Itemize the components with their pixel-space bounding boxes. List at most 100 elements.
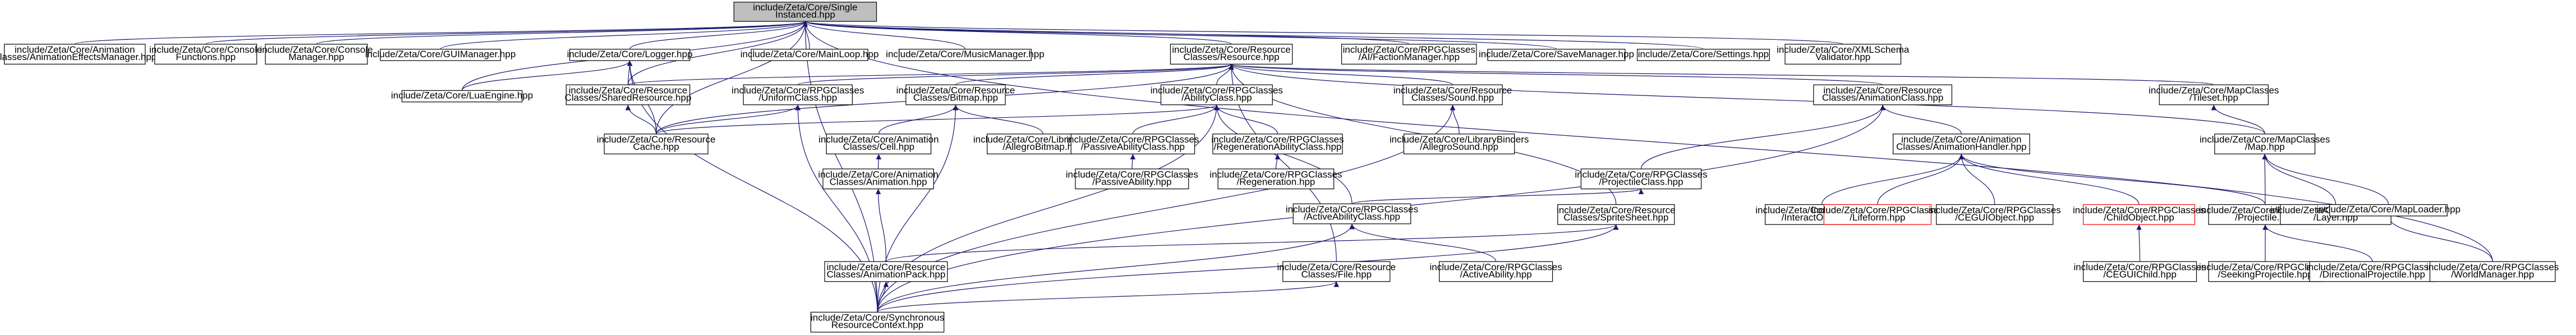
node-label: include/Zeta/Core/RPGClasses (1343, 44, 1475, 55)
node-cell[interactable]: include/Zeta/Core/AnimationClasses/Cell.… (818, 134, 939, 154)
node-tileset[interactable]: include/Zeta/Core/MapClasses/Tileset.hpp (2149, 84, 2279, 105)
node-label: /DirectionalProjectile.hpp (2320, 269, 2425, 279)
node-label: /ProjectileClass.hpp (1599, 176, 1683, 187)
node-logger[interactable]: include/Zeta/Core/Logger.hpp (567, 49, 693, 61)
edge-ability-to-resource (1216, 64, 1234, 85)
node-box (1075, 168, 1189, 190)
node-passive[interactable]: include/Zeta/Core/RPGClasses/PassiveAbil… (1066, 168, 1198, 190)
node-box (1403, 134, 1515, 154)
node-box (154, 44, 257, 65)
node-animhandler[interactable]: include/Zeta/Core/AnimationClasses/Anima… (1893, 134, 2030, 154)
node-file[interactable]: include/Zeta/Core/ResourceClasses/File.h… (1277, 261, 1396, 282)
node-seeking[interactable]: include/Zeta/Core/RPGClasses/SeekingProj… (2199, 261, 2331, 282)
node-map[interactable]: include/Zeta/Core/MapClasses/Map.hpp (2200, 134, 2330, 154)
node-box (1217, 168, 1335, 190)
node-regen[interactable]: include/Zeta/Core/RPGClasses/Regeneratio… (1209, 168, 1342, 190)
node-label: /CEGUIObject.hpp (1955, 212, 2034, 223)
node-regenclass[interactable]: include/Zeta/Core/RPGClasses/Regeneratio… (1211, 134, 1344, 154)
edge-ceguiobj-to-animhandler (1958, 154, 1995, 205)
edge-tileset-to-resource (1229, 63, 2214, 85)
node-sound[interactable]: include/Zeta/Core/ResourceClasses/Sound.… (1393, 84, 1512, 105)
node-label: /Tileset.hpp (2189, 92, 2238, 103)
node-sharedres[interactable]: include/Zeta/Core/ResourceClasses/Shared… (565, 84, 692, 105)
node-lifeform[interactable]: include/Zeta/Core/RPGClasses/Lifeform.hp… (1811, 204, 1944, 225)
node-box (898, 49, 1032, 61)
node-label: Manager.hpp (288, 52, 344, 62)
node-label: include/Zeta/Core/RPGClasses (1575, 169, 1707, 180)
edge-sharedres-to-resource (627, 63, 1234, 85)
node-label: include/Zeta/Core/Animation (15, 44, 135, 55)
node-box (824, 261, 948, 282)
node-ability[interactable]: include/Zeta/Core/RPGClasses/AbilityClas… (1151, 84, 1283, 105)
node-directional[interactable]: include/Zeta/Core/RPGClasses/Directional… (2306, 261, 2439, 282)
node-projclass[interactable]: include/Zeta/Core/RPGClasses/ProjectileC… (1575, 168, 1708, 190)
node-label: include/Zeta/Core/Animation (818, 169, 939, 180)
node-guimgr[interactable]: include/Zeta/Core/GUIManager.hpp (365, 49, 516, 61)
node-label: include/Zeta/Core/Resource (597, 134, 716, 145)
node-box (1282, 261, 1391, 282)
node-box (905, 84, 1006, 105)
edge-activeclass-to-projclass (1351, 189, 1644, 204)
edge-animfx-to-root (74, 21, 808, 45)
node-label: include/Zeta/Core/RPGClasses (2426, 261, 2559, 272)
edge-maploader-to-map (2262, 154, 2389, 205)
node-box (569, 49, 691, 61)
node-activeclass[interactable]: include/Zeta/Core/RPGClasses/ActiveAbili… (1286, 203, 1418, 224)
node-aifaction[interactable]: include/Zeta/Core/RPGClasses/AI/FactionM… (1341, 44, 1477, 65)
node-label: include/Zeta/Core/Animation (1901, 134, 2022, 145)
edge-ceguichild-to-childobj (2136, 224, 2142, 262)
node-syncctx[interactable]: include/Zeta/Core/SynchronousResourceCon… (810, 311, 945, 333)
edge-syncctx-to-file (877, 281, 1339, 313)
node-label: include/Zeta/Core/Single (753, 2, 857, 12)
node-childobj[interactable]: include/Zeta/Core/RPGClasses/ChildObject… (2073, 204, 2205, 225)
node-label: include/Zeta/Core/RPGClasses (1066, 169, 1198, 180)
edge-savemgr-to-root (803, 21, 1557, 50)
node-uniform[interactable]: include/Zeta/Core/RPGClasses/UniformClas… (732, 84, 864, 105)
node-spritesheet[interactable]: include/Zeta/Core/ResourceClasses/Sprite… (1557, 204, 1676, 225)
node-luaengine[interactable]: include/Zeta/Core/LuaEngine.hpp (391, 90, 533, 103)
node-allegsound[interactable]: include/Zeta/Core/LibraryBinders/Allegro… (1390, 134, 1529, 154)
node-mainloop[interactable]: include/Zeta/Core/MainLoop.hpp (740, 49, 879, 61)
node-box (1439, 261, 1553, 282)
node-animclass[interactable]: include/Zeta/Core/ResourceClasses/Animat… (1813, 84, 1953, 105)
node-box (1212, 134, 1343, 154)
node-label: Classes/AnimationPack.hpp (827, 269, 946, 279)
edge-syncctx-to-animpack (877, 281, 889, 313)
node-animfx[interactable]: include/Zeta/Core/AnimationClasses/Anima… (0, 44, 157, 65)
node-active[interactable]: include/Zeta/Core/RPGClasses/ActiveAbili… (1429, 261, 1562, 282)
node-ceguichild[interactable]: include/Zeta/Core/RPGClasses/CEGUIChild.… (2073, 261, 2206, 282)
edge-sound-to-resource (1229, 63, 1453, 85)
node-label: include/Zeta/Core/GUIManager.hpp (365, 49, 516, 59)
node-box (1170, 44, 1293, 65)
node-label: include/Zeta/Core/RPGClasses (1811, 205, 1944, 215)
node-label: /RegenerationAbilityClass.hpp (1214, 141, 1342, 152)
node-musicmgr[interactable]: include/Zeta/Core/MusicManager.hpp (886, 49, 1045, 61)
node-resource[interactable]: include/Zeta/Core/ResourceClasses/Resour… (1170, 44, 1293, 65)
node-passiveclass[interactable]: include/Zeta/Core/RPGClasses/PassiveAbil… (1066, 134, 1199, 154)
node-label: include/Zeta/Core/SaveManager.hpp (1479, 49, 1634, 59)
node-animation[interactable]: include/Zeta/Core/AnimationClasses/Anima… (818, 168, 939, 190)
node-box (2083, 261, 2197, 282)
node-animpack[interactable]: include/Zeta/Core/ResourceClasses/Animat… (824, 261, 948, 282)
edge-cache-to-sharedres (625, 104, 657, 134)
node-worldmgr[interactable]: include/Zeta/Core/RPGClasses/WorldManage… (2426, 261, 2559, 282)
node-maploader[interactable]: include/Zeta/Core/MapLoader.hpp (2316, 204, 2460, 217)
node-savemgr[interactable]: include/Zeta/Core/SaveManager.hpp (1479, 49, 1634, 61)
edge-regen-to-regenclass (1275, 154, 1281, 169)
node-label: include/Zeta/Core/RPGClasses (1209, 169, 1342, 180)
node-box (401, 90, 523, 103)
node-label: /UniformClass.hpp (758, 92, 837, 103)
node-settings[interactable]: include/Zeta/Core/Settings.hpp (1636, 49, 1770, 61)
node-bitmap[interactable]: include/Zeta/Core/ResourceClasses/Bitmap… (896, 84, 1015, 105)
node-label: include/Zeta/Core/MapClasses (2200, 134, 2330, 145)
node-label: /AI/FactionManager.hpp (1358, 52, 1460, 62)
node-ceguiobj[interactable]: include/Zeta/Core/RPGClasses/CEGUIObject… (1929, 204, 2061, 225)
edge-animpack-to-animation (875, 189, 887, 262)
edge-passiveclass-to-ability (1132, 104, 1220, 134)
